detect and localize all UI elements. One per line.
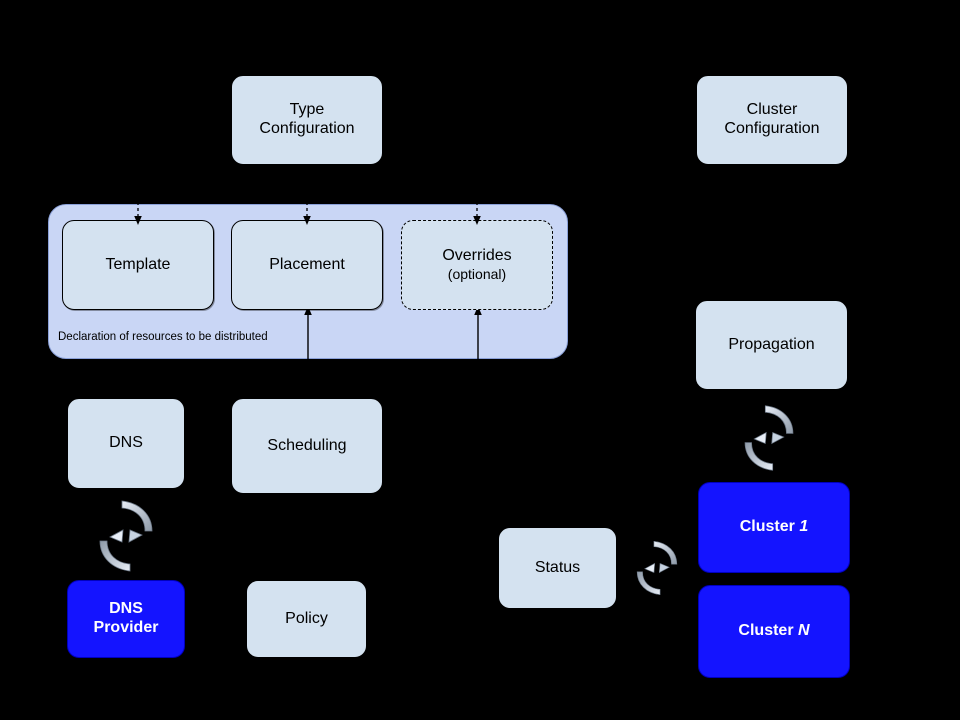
node-template[interactable]: Template [62,220,214,310]
node-overrides[interactable]: Overrides (optional) [401,220,553,310]
node-template-label: Template [105,255,171,273]
node-cluster-n[interactable]: Cluster N [698,585,850,678]
group-caption-federated-resource: Declaration of resources to be distribut… [58,331,268,343]
node-placement[interactable]: Placement [231,220,383,310]
node-dns-provider-label: DNS Provider [93,600,159,636]
node-propagation[interactable]: Propagation [695,300,848,390]
node-scheduling-label: Scheduling [267,436,347,454]
connector-type-config-to-placement [303,196,311,225]
connector-type-config-to-overrides [473,196,481,225]
node-dns-provider[interactable]: DNS Provider [67,580,185,658]
node-status[interactable]: Status [498,527,617,609]
node-scheduling[interactable]: Scheduling [231,398,383,494]
sync-icon-dns [99,500,153,572]
node-type-configuration-label: Type Configuration [259,101,355,137]
node-dns-label: DNS [109,434,143,452]
connector-type-config-to-template [134,196,142,225]
node-policy-label: Policy [285,609,328,627]
node-propagation-label: Propagation [728,335,815,353]
node-cluster-1-label: Cluster 1 [739,518,809,536]
node-cluster-configuration-label: Cluster Configuration [724,101,820,137]
node-policy[interactable]: Policy [246,580,367,658]
sync-icon-propagation [744,405,794,471]
node-type-configuration[interactable]: Type Configuration [231,75,383,165]
node-cluster-1[interactable]: Cluster 1 [698,482,850,573]
node-overrides-label: Overrides (optional) [442,247,512,283]
sync-icon-status [636,540,678,596]
node-dns[interactable]: DNS [67,398,185,489]
node-cluster-n-label: Cluster N [738,622,810,640]
node-cluster-configuration[interactable]: Cluster Configuration [696,75,848,165]
node-placement-label: Placement [269,255,345,273]
node-status-label: Status [534,558,581,576]
connector-policy-to-overrides [474,306,482,595]
